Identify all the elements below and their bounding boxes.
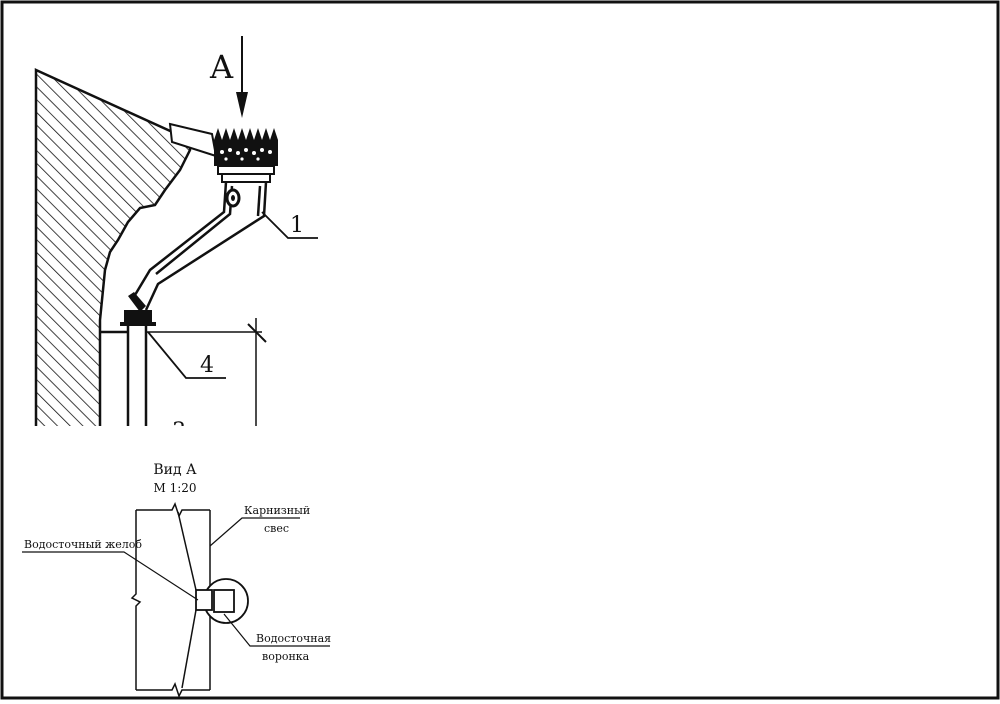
label-funnel-line1: Водосточная (256, 632, 331, 645)
view-a: Вид А М 1:20 Карнизный свес (22, 462, 331, 698)
leader-eaves (209, 517, 300, 547)
section-drawing: A 1 4 3 (34, 36, 318, 444)
view-arrow (236, 36, 248, 118)
callout-4: 4 (200, 353, 214, 378)
leader-1 (261, 211, 318, 239)
elbow-joint (128, 292, 146, 312)
view-marker-label: A (209, 48, 234, 86)
pipe-clamp (124, 310, 152, 322)
label-funnel-line2: воронка (262, 650, 310, 663)
label-eaves-line2: свес (264, 522, 289, 535)
funnel-crown (214, 128, 278, 183)
view-a-title: Вид А (153, 462, 197, 478)
leader-funnel (223, 613, 330, 647)
downpipe (100, 326, 148, 426)
view-a-scale: М 1:20 (153, 481, 196, 495)
view-a-outline (130, 502, 211, 698)
label-eaves-line1: Карнизный (244, 504, 310, 517)
leader-4 (147, 331, 226, 379)
dimension-line (146, 318, 267, 426)
dimension-value: 3 (172, 419, 186, 444)
leader-gutter (22, 551, 199, 601)
wall-cornice-hatched (34, 68, 192, 426)
callout-1: 1 (290, 213, 304, 238)
label-gutter: Водосточный желоб (24, 538, 142, 551)
funnel-plan (195, 578, 249, 624)
